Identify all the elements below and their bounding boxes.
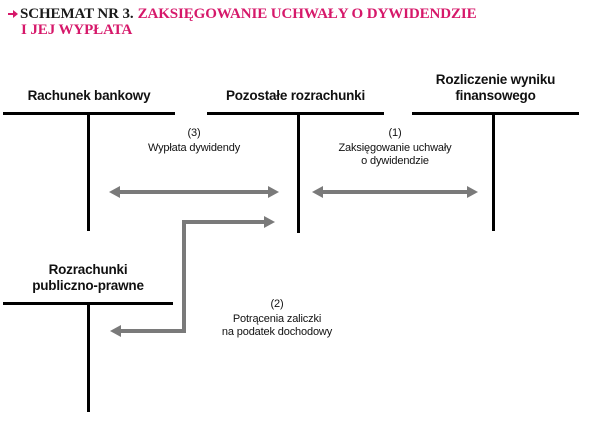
flow-text-2-line2: na podatek dochodowy — [221, 326, 333, 338]
account-title-rachunek-bankowy: Rachunek bankowy — [3, 88, 175, 104]
account-title-line1: Rozliczenie wyniku — [435, 72, 556, 87]
flow-number-2: (2) — [270, 298, 284, 310]
arrow-right-marker-icon — [8, 8, 19, 19]
account-stem-pozostale-rozrachunki — [297, 112, 300, 233]
flow-number-1: (1) — [388, 127, 402, 139]
arrow-head-right-icon — [264, 216, 275, 228]
flow-text-1-line1: Zaksięgowanie uchwały — [338, 141, 452, 154]
account-stem-rozliczenie-wyniku-finansowego — [492, 112, 495, 231]
arrow-head-left-icon — [109, 186, 120, 198]
account-title-line1: Rachunek bankowy — [27, 88, 151, 103]
flow-label-1: (1) Zaksięgowanie uchwały o dywidendzie — [310, 127, 480, 169]
arrow-head-left-icon — [110, 325, 121, 337]
arrow-head-right-icon — [467, 186, 478, 198]
account-rule-rozliczenie-wyniku-finansowego — [412, 112, 579, 115]
title-accent-line1: ZAKSIĘGOWANIE UCHWAŁY O DYWIDENDZIE — [137, 6, 477, 22]
arrow-head-right-icon — [268, 186, 279, 198]
account-rule-pozostale-rozrachunki — [207, 112, 384, 115]
title-accent-line2: I JEJ WYPŁATA — [21, 22, 133, 38]
account-title-line1: Rozrachunki — [48, 262, 128, 277]
flow-text-2-line1: Potrącenia zaliczki — [232, 312, 322, 325]
arrow-head-left-icon — [312, 186, 323, 198]
flow-text-1-line2: o dywidendzie — [361, 155, 429, 167]
account-stem-rachunek-bankowy — [87, 112, 90, 231]
flow-label-3: (3) Wypłata dywidendy — [110, 127, 278, 155]
title-prefix: SCHEMAT NR 3. — [20, 6, 134, 22]
flow-label-2: (2) Potrącenia zaliczki na podatek docho… — [196, 298, 358, 340]
account-title-rozrachunki-publiczno-prawne: Rozrachunki publiczno-prawne — [3, 262, 173, 294]
account-title-line1: Pozostałe rozrachunki — [225, 88, 366, 103]
account-title-rozliczenie-wyniku-finansowego: Rozliczenie wyniku finansowego — [412, 72, 579, 104]
diagram-title: SCHEMAT NR 3.ZAKSIĘGOWANIE UCHWAŁY O DYW… — [8, 5, 603, 39]
flow-text-3-line1: Wypłata dywidendy — [147, 141, 241, 154]
flow-number-3: (3) — [187, 127, 201, 139]
account-stem-rozrachunki-publiczno-prawne — [87, 302, 90, 412]
account-title-line2: publiczno-prawne — [32, 278, 144, 293]
account-title-line2: finansowego — [455, 88, 536, 103]
account-title-pozostale-rozrachunki: Pozostałe rozrachunki — [207, 88, 384, 104]
